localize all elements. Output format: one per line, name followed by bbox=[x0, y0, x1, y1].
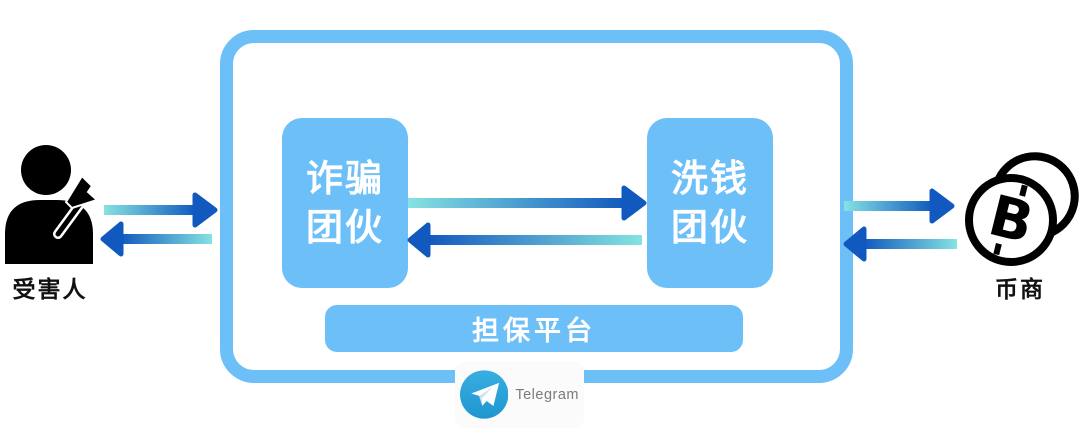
fraud-gang-label-line2: 团伙 bbox=[306, 207, 384, 248]
arrow-container-to-victim-icon bbox=[100, 221, 212, 257]
laundering-gang-label-line1: 洗钱 bbox=[671, 158, 749, 199]
arrow-laundering-to-fraud-icon bbox=[407, 222, 642, 258]
arrow-container-to-merchant-icon bbox=[844, 188, 955, 224]
arrow-fraud-to-laundering-icon bbox=[408, 185, 647, 221]
telegram-label: Telegram bbox=[515, 386, 579, 403]
victim-label: 受害人 bbox=[12, 276, 88, 302]
merchant-label: 币商 bbox=[995, 276, 1045, 302]
arrow-merchant-to-container-icon bbox=[843, 226, 957, 262]
arrow-victim-to-container-icon bbox=[104, 192, 218, 228]
fraud-gang-box: 诈骗 团伙 bbox=[282, 118, 408, 288]
telegram-badge: Telegram bbox=[455, 361, 584, 428]
telegram-icon bbox=[460, 370, 509, 419]
guarantee-platform-box: 担保平台 bbox=[325, 305, 743, 352]
fraud-gang-label-line1: 诈骗 bbox=[306, 158, 384, 199]
guarantee-platform-label: 担保平台 bbox=[472, 316, 596, 346]
victim-person-icon bbox=[5, 145, 98, 264]
laundering-gang-label-line2: 团伙 bbox=[671, 207, 749, 248]
laundering-gang-box: 洗钱 团伙 bbox=[647, 118, 773, 288]
bitcoin-coin-icon: B bbox=[965, 152, 1079, 266]
